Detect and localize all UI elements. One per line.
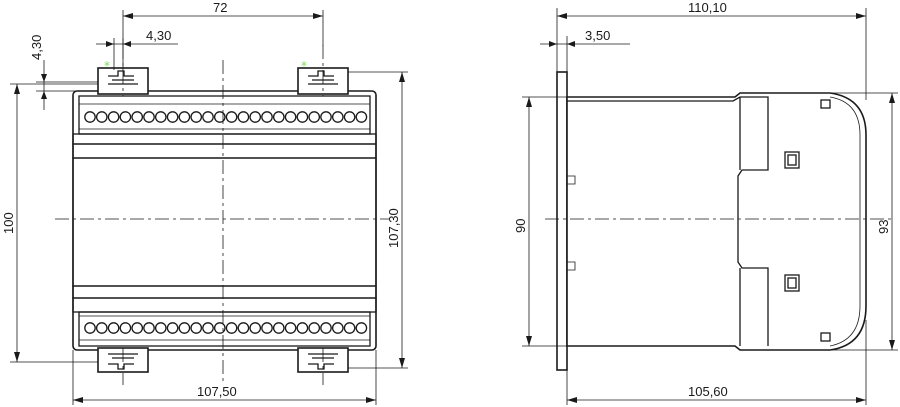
dim-100: 100 [1, 83, 98, 363]
terminal-screw [308, 322, 321, 334]
top-terminal-screws [84, 111, 368, 123]
dim-100-label: 100 [1, 212, 16, 234]
terminal-screw [296, 111, 309, 123]
side-view: 110,10 3,50 90 93 [513, 0, 898, 405]
din-rail-plate [556, 71, 568, 371]
side-slot-bottom [784, 274, 800, 292]
terminal-screw [166, 111, 179, 123]
dim-3-50-label: 3,50 [585, 28, 610, 43]
terminal-screw [213, 322, 226, 334]
bottom-terminal-screws [84, 322, 368, 334]
terminal-screw [284, 322, 297, 334]
terminal-screw [249, 111, 262, 123]
dim-90-label: 90 [513, 219, 528, 233]
dim-4-30-h-label: 4,30 [146, 28, 171, 43]
terminal-screw [249, 322, 262, 334]
dim-72: 72 [122, 0, 324, 46]
dim-105-60-label: 105,60 [688, 384, 728, 399]
marker-left: * [104, 59, 110, 73]
terminal-screw [320, 111, 332, 123]
side-profile [567, 96, 769, 346]
terminal-screw [178, 111, 191, 123]
terminal-screw [143, 322, 155, 334]
dim-4-30-horizontal: 4,30 [96, 28, 178, 70]
dim-4-30-vertical: 4,30 [29, 35, 98, 110]
terminal-screw [237, 322, 250, 334]
terminal-screw [331, 111, 344, 123]
dim-72-label: 72 [213, 0, 227, 15]
dim-3-50: 3,50 [540, 28, 630, 72]
terminal-screw [355, 111, 368, 123]
terminal-screw [84, 322, 96, 334]
dim-107-30-label: 107,30 [386, 208, 401, 248]
terminal-screw [84, 111, 96, 123]
terminal-screw [154, 322, 167, 334]
side-housing [566, 92, 867, 351]
dim-107-50: 107,50 [72, 350, 377, 405]
terminal-screw [343, 322, 356, 334]
terminal-screw [225, 111, 238, 123]
front-housing [72, 90, 377, 351]
terminal-screw [213, 111, 226, 123]
side-latch-bottom [820, 332, 831, 342]
terminal-screw [166, 322, 179, 334]
terminal-screw [131, 322, 144, 334]
terminal-screw [154, 111, 167, 123]
dim-90: 90 [513, 96, 567, 347]
dim-110-10: 110,10 [556, 0, 867, 100]
terminal-screw [308, 111, 321, 123]
dim-105-60: 105,60 [566, 320, 867, 405]
side-slot-top [784, 151, 800, 169]
terminal-screw [202, 111, 214, 123]
terminal-screw [331, 322, 344, 334]
terminal-screw [272, 111, 285, 123]
terminal-screw [225, 322, 238, 334]
terminal-screw [107, 322, 120, 334]
dim-107-50-label: 107,50 [197, 384, 237, 399]
terminal-screw [178, 322, 191, 334]
dim-93: 93 [830, 92, 898, 351]
terminal-screw [272, 322, 285, 334]
dim-93-label: 93 [876, 220, 891, 234]
terminal-screw [119, 111, 132, 123]
terminal-screw [296, 322, 309, 334]
terminal-screw [343, 111, 356, 123]
terminal-screw [107, 111, 120, 123]
terminal-screw [237, 111, 250, 123]
terminal-screw [131, 111, 144, 123]
terminal-screw [143, 111, 155, 123]
terminal-screw [202, 322, 214, 334]
dim-110-10-label: 110,10 [688, 0, 727, 15]
terminal-screw [261, 322, 273, 334]
dim-4-30-v-label: 4,30 [29, 35, 44, 60]
terminal-screw [190, 322, 203, 334]
terminal-screw [355, 322, 368, 334]
dim-107-30: 107,30 [348, 71, 408, 369]
front-view: * * 72 4,30 4,30 [1, 0, 408, 405]
terminal-screw [320, 322, 332, 334]
terminal-screw [284, 111, 297, 123]
marker-right: * [301, 59, 307, 73]
terminal-screw [95, 322, 108, 334]
terminal-screw [95, 111, 108, 123]
bottom-terminal-block [78, 311, 371, 347]
terminal-screw [261, 111, 273, 123]
side-latch-top [820, 99, 831, 109]
terminal-screw [119, 322, 132, 334]
terminal-screw [190, 111, 203, 123]
